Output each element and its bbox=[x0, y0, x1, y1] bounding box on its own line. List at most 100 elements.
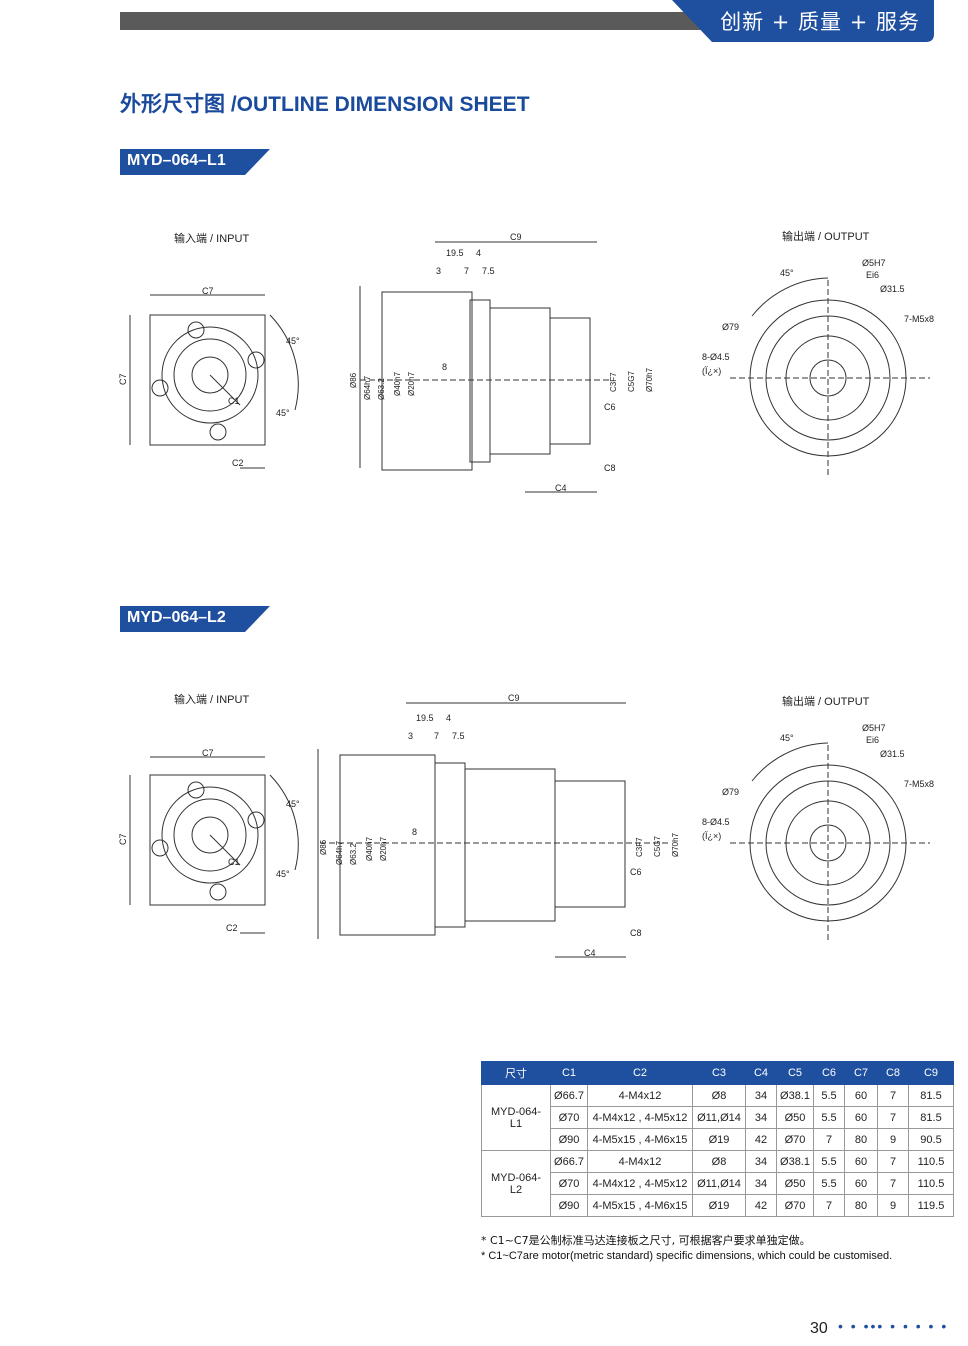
output-flange bbox=[749, 764, 907, 922]
dim-d20: Ø20h7 bbox=[407, 371, 416, 396]
table-header: C7 bbox=[844, 1061, 878, 1085]
table-cell: 9 bbox=[877, 1194, 909, 1217]
table-row: Ø90 4-M5x15 , 4-M6x15 Ø19 42 Ø70 7 80 9 … bbox=[482, 1194, 954, 1217]
dim-d40: Ø40h7 bbox=[365, 836, 374, 861]
side-output-flange bbox=[549, 317, 591, 445]
table-header-row: 尺寸 C1 C2 C3 C4 C5 C6 C7 C8 C9 bbox=[481, 1061, 954, 1085]
dim-8: 8 bbox=[412, 827, 417, 837]
dim-holes-note: (Ï¿×) bbox=[702, 831, 721, 841]
table-cell: Ø90 bbox=[550, 1194, 588, 1217]
table-cell: 81.5 bbox=[908, 1106, 954, 1129]
output-flange bbox=[749, 299, 907, 457]
table-cell: 42 bbox=[745, 1128, 777, 1151]
input-label: 输入端 / INPUT bbox=[174, 231, 249, 245]
dim-c4: C4 bbox=[555, 483, 567, 493]
table-cell: 110.5 bbox=[908, 1172, 954, 1195]
table-cell: Ø66.7 bbox=[550, 1084, 588, 1107]
input-screw-2 bbox=[247, 351, 265, 369]
table-cell: 60 bbox=[844, 1084, 878, 1107]
table-header: C8 bbox=[877, 1061, 909, 1085]
model-tag-l2: MYD–064–L2 bbox=[120, 606, 270, 632]
table-row: MYD-064-L1 Ø66.7 4-M4x12 Ø8 34 Ø38.1 5.5… bbox=[481, 1084, 954, 1151]
input-screw-2 bbox=[247, 811, 265, 829]
table-cell: Ø50 bbox=[776, 1172, 814, 1195]
dim-d5h7: Ø5H7 bbox=[862, 258, 886, 268]
table-cell: 7 bbox=[877, 1106, 909, 1129]
dim-19-5: 19.5 bbox=[446, 248, 464, 258]
dim-d70: Ø70h7 bbox=[671, 832, 680, 857]
model-tag-shape bbox=[120, 606, 270, 632]
dim-c2: C2 bbox=[232, 458, 244, 468]
side-flange bbox=[381, 291, 473, 471]
table-row: Ø90 4-M5x15 , 4-M6x15 Ø19 42 Ø70 7 80 9 … bbox=[482, 1128, 954, 1151]
dim-c5: C5G7 bbox=[653, 836, 662, 857]
dim-3: 3 bbox=[436, 266, 441, 276]
table-cell: 81.5 bbox=[908, 1084, 954, 1107]
dim-c2: C2 bbox=[226, 923, 238, 933]
dim-d79: Ø79 bbox=[722, 322, 739, 332]
dim-m5x8: 7-M5x8 bbox=[904, 314, 934, 324]
table-cell: 119.5 bbox=[908, 1194, 954, 1217]
table-header: C2 bbox=[587, 1061, 693, 1085]
drawing-l1: 输入端 / INPUT C7 C7 C2 C1 45° 45° C9 19.5 … bbox=[118, 229, 934, 493]
table-cell: Ø38.1 bbox=[776, 1150, 814, 1173]
model-tag-label: MYD–064–L2 bbox=[127, 609, 226, 626]
dim-c6: C6 bbox=[604, 402, 616, 412]
input-outer-circle bbox=[161, 786, 259, 884]
table-cell: 7 bbox=[813, 1194, 845, 1217]
table-cell: 7 bbox=[877, 1150, 909, 1173]
table-cell: Ø70 bbox=[550, 1106, 588, 1129]
dim-4: 4 bbox=[476, 248, 481, 258]
table-cell: Ø19 bbox=[692, 1128, 746, 1151]
drawing-l2: 输入端 / INPUT C7 C7 C2 C1 45° 45° C9 19.5 … bbox=[118, 692, 934, 958]
input-screw-4 bbox=[151, 839, 169, 857]
table-cell: 4-M4x12 bbox=[587, 1084, 693, 1107]
dim-angle-1: 45° bbox=[286, 799, 300, 809]
table-row: Ø70 4-M4x12 , 4-M5x12 Ø11,Ø14 34 Ø50 5.5… bbox=[482, 1106, 954, 1129]
note-chinese: * C1~C7是公制标准马达连接板之尺寸, 可根据客户要求单独定做。 bbox=[481, 1234, 811, 1247]
side-ring bbox=[469, 299, 491, 463]
dim-c3: C3F7 bbox=[609, 372, 618, 392]
table-cell: 4-M4x12 , 4-M5x12 bbox=[587, 1172, 693, 1195]
table-cell: 42 bbox=[745, 1194, 777, 1217]
output-label: 输出端 / OUTPUT bbox=[782, 229, 870, 243]
dim-angle-1: 45° bbox=[286, 336, 300, 346]
dim-c9: C9 bbox=[508, 693, 520, 703]
input-screw-1 bbox=[187, 781, 205, 799]
table-cell: 34 bbox=[745, 1172, 777, 1195]
input-screw-3 bbox=[209, 883, 227, 901]
table-model-cell: MYD-064-L2 bbox=[481, 1150, 551, 1217]
table-cell: 34 bbox=[745, 1084, 777, 1107]
table-header: C3 bbox=[692, 1061, 746, 1085]
side-body bbox=[464, 768, 556, 922]
brand-slogan: 创新 + 质量 + 服务 bbox=[720, 10, 920, 34]
dim-d70: Ø70h7 bbox=[645, 367, 654, 392]
table-cell: 7 bbox=[877, 1172, 909, 1195]
model-tag-shape bbox=[120, 149, 270, 175]
page-dots: • • ••• • • • • • bbox=[838, 1318, 949, 1334]
table-cell: Ø66.7 bbox=[550, 1150, 588, 1173]
output-center bbox=[809, 824, 847, 862]
dim-8: 8 bbox=[442, 362, 447, 372]
dim-holes-note: (Ï¿×) bbox=[702, 366, 721, 376]
table-cell: 80 bbox=[844, 1194, 878, 1217]
dim-c7-top: C7 bbox=[202, 748, 214, 758]
dim-7-5: 7.5 bbox=[482, 266, 495, 276]
dim-c1: C1 bbox=[228, 396, 240, 406]
table-cell: 60 bbox=[844, 1150, 878, 1173]
dim-d40: Ø40h7 bbox=[393, 371, 402, 396]
dim-c7-side: C7 bbox=[118, 373, 128, 385]
table-cell: 5.5 bbox=[813, 1084, 845, 1107]
table-header: 尺寸 bbox=[481, 1061, 551, 1085]
dim-holes: 8-Ø4.5 bbox=[702, 352, 730, 362]
table-cell: 80 bbox=[844, 1128, 878, 1151]
dim-angle-2: 45° bbox=[276, 408, 290, 418]
dim-c5: C5G7 bbox=[627, 371, 636, 392]
dim-c4: C4 bbox=[584, 948, 596, 958]
dim-d64: Ø64h7 bbox=[335, 840, 344, 865]
dim-angle-2: 45° bbox=[276, 869, 290, 879]
table-cell: 34 bbox=[745, 1106, 777, 1129]
brand-tab-shape bbox=[672, 0, 934, 42]
model-tag-label: MYD–064–L1 bbox=[127, 152, 226, 169]
table-cell: 5.5 bbox=[813, 1150, 845, 1173]
